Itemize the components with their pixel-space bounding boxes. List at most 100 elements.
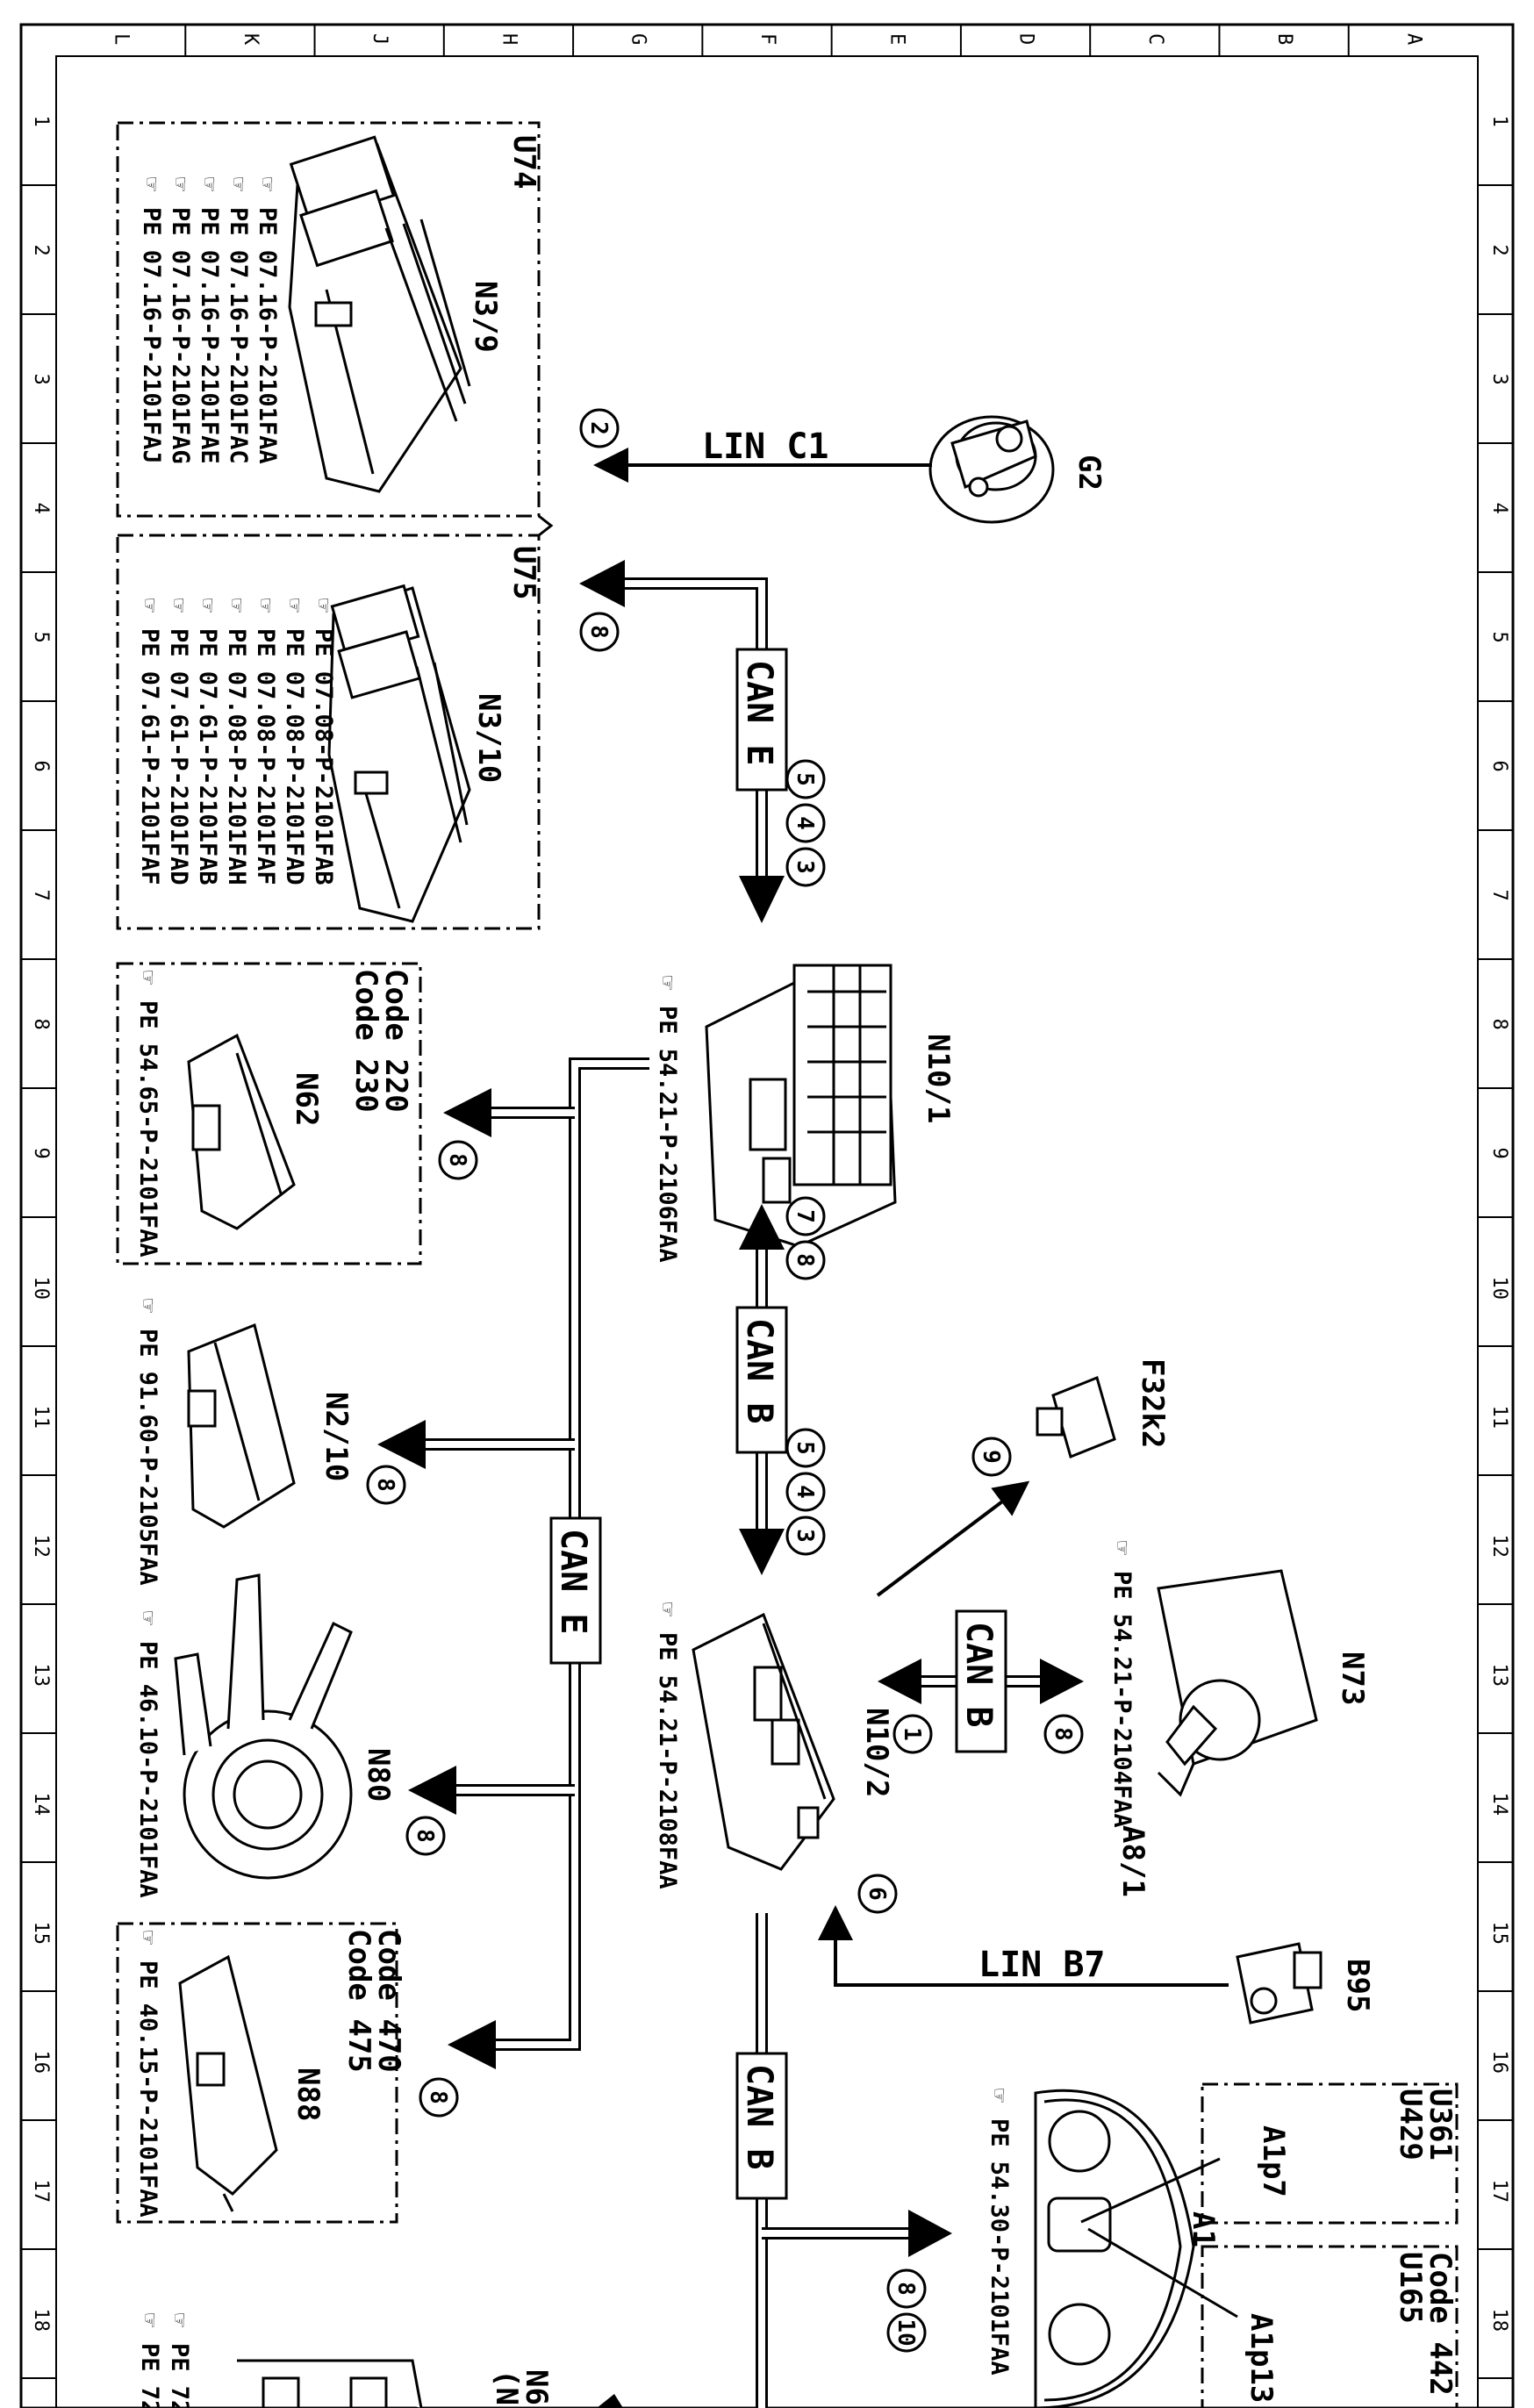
n80-ref: PE 46.10-P-2101FAA — [134, 1641, 161, 1898]
grid-column-label: H — [498, 33, 520, 45]
step-number: 5 — [792, 772, 818, 786]
grid-row-label-right: 13 — [1488, 1664, 1510, 1688]
book-icon: ☞ — [281, 598, 308, 613]
step-number-circle — [886, 2312, 927, 2353]
grid-row-label-right: 3 — [1488, 374, 1510, 385]
step-number: 8 — [892, 2282, 919, 2296]
reference-text: PE 07.16-P-2101FAA — [254, 207, 281, 464]
grid-row-label-left: 2 — [30, 245, 52, 256]
grid-row-label-left: 4 — [30, 503, 52, 514]
grid-row-label-left: 5 — [30, 632, 52, 643]
book-icon: ☞ — [136, 2313, 163, 2328]
step-number-circle — [579, 612, 620, 652]
u75-dashed-box — [116, 534, 541, 930]
book-icon: ☞ — [166, 2313, 193, 2328]
n3-9-label: N3/9 — [468, 281, 503, 353]
bottom-partial-ref-1: PE 72.2 — [166, 2343, 193, 2408]
step-number-circle — [438, 1140, 478, 1180]
book-icon: ☞ — [252, 598, 279, 613]
n3-10-label: N3/10 — [471, 693, 506, 783]
reference-text: PE 07.61-P-2101FAF — [136, 628, 163, 885]
step-number-circle — [419, 2077, 459, 2118]
can-e-top-label: CAN E — [739, 660, 779, 765]
reference-text: PE 07.08-P-2101FAH — [223, 628, 250, 885]
a1-cluster-drawing — [1034, 2089, 1195, 2408]
grid-column-label: F — [756, 33, 778, 45]
can-e-left-bus — [377, 1057, 649, 2069]
n2-10-module-drawing — [187, 1322, 296, 1529]
reference-text: PE 07.16-P-2101FAJ — [138, 207, 165, 464]
step-number-circle — [366, 1465, 406, 1505]
step-number-circle — [785, 1516, 826, 1556]
bottom-partial-label-2: (N6 — [489, 2369, 524, 2408]
grid-row-label-right: 1 — [1488, 116, 1510, 127]
grid-row-label-left: 1 — [30, 116, 52, 127]
can-b-bottom-bus — [735, 1913, 952, 2408]
n80-steering-column-drawing — [174, 1573, 353, 1880]
grid-row-label-left: 11 — [30, 1406, 52, 1430]
can-b-right-bus — [878, 1609, 1084, 1753]
grid-column-label: G — [627, 33, 649, 45]
step-number: 4 — [792, 816, 818, 830]
step-number: 2 — [585, 421, 612, 435]
step-number-circle — [971, 1437, 1012, 1477]
book-icon: ☞ — [134, 971, 161, 985]
book-icon: ☞ — [654, 1602, 681, 1617]
n62-dashed-box — [116, 962, 422, 1265]
grid-column-label: D — [1015, 33, 1037, 45]
grid-row-label-right: 14 — [1488, 1793, 1510, 1817]
grid-row-label-left: 10 — [30, 1277, 52, 1301]
a1p7-label: A1p7 — [1256, 2125, 1291, 2197]
grid-row-label-right: 8 — [1488, 1019, 1510, 1030]
n10-2-module-drawing — [692, 1612, 835, 1871]
book-icon: ☞ — [1108, 1541, 1136, 1556]
book-icon: ☞ — [136, 598, 163, 613]
book-icon: ☞ — [134, 1611, 161, 1626]
grid-row-label-left: 3 — [30, 374, 52, 385]
code442-label: Code 442 — [1423, 2252, 1458, 2396]
n3-10-refs: ☞PE 07.08-P-2101FAB☞PE 07.08-P-2101FAD☞P… — [136, 598, 337, 885]
step-number-circle — [785, 1196, 826, 1236]
step-number: 8 — [585, 625, 612, 639]
step-number: 3 — [792, 860, 818, 874]
grid-row-label-right: 18 — [1488, 2309, 1510, 2333]
n10-1-label: N10/1 — [921, 1034, 956, 1123]
n62-module-drawing — [187, 1033, 296, 1230]
lin-c1-label: LIN C1 — [702, 426, 829, 467]
book-icon: ☞ — [654, 976, 681, 991]
u361-dashed-box — [1201, 2082, 1459, 2225]
step-number-circle — [1043, 1714, 1084, 1754]
grid-column-label: A — [1402, 33, 1424, 45]
n10-1-sam-drawing — [705, 964, 897, 1248]
can-b-mid-label: CAN B — [739, 1318, 779, 1423]
lin-b7-line — [818, 1905, 1229, 1987]
grid-row-label-left: 18 — [30, 2309, 52, 2333]
grid-column-label: L — [111, 33, 133, 45]
can-e-top-bus — [579, 560, 788, 923]
step-number: 8 — [412, 1829, 438, 1843]
n88-label: N88 — [290, 2068, 326, 2121]
step-number-circle — [892, 1714, 933, 1754]
grid-row-label-right: 6 — [1488, 761, 1510, 772]
a1p13-leader — [1087, 2227, 1238, 2318]
grid-row-label-right: 11 — [1488, 1406, 1510, 1430]
grid-column-label: J — [369, 33, 391, 45]
n10-2-label: N10/2 — [859, 1708, 894, 1797]
step-number-circle — [785, 1240, 826, 1280]
n3-9-refs: ☞PE 07.16-P-2101FAA☞PE 07.16-P-2101FAC☞P… — [138, 177, 281, 464]
reference-text: PE 07.16-P-2101FAE — [196, 207, 223, 464]
step-number-circle — [785, 1472, 826, 1512]
step-number: 1 — [899, 1727, 925, 1741]
u75-label: U75 — [506, 546, 541, 599]
a1p13-label: A1p13 — [1244, 2313, 1279, 2403]
step-number: 5 — [792, 1441, 818, 1455]
n88-code-2: Code 475 — [341, 1929, 376, 2073]
n62-ref: PE 54.65-P-2101FAA — [134, 1000, 161, 1258]
b95-sensor-drawing — [1236, 1942, 1323, 2025]
grid-row-label-left: 17 — [30, 2180, 52, 2204]
reference-text: PE 07.08-P-2101FAD — [281, 628, 308, 885]
grid-column-label: C — [1144, 33, 1166, 45]
reference-text: PE 07.16-P-2101FAC — [225, 207, 252, 464]
